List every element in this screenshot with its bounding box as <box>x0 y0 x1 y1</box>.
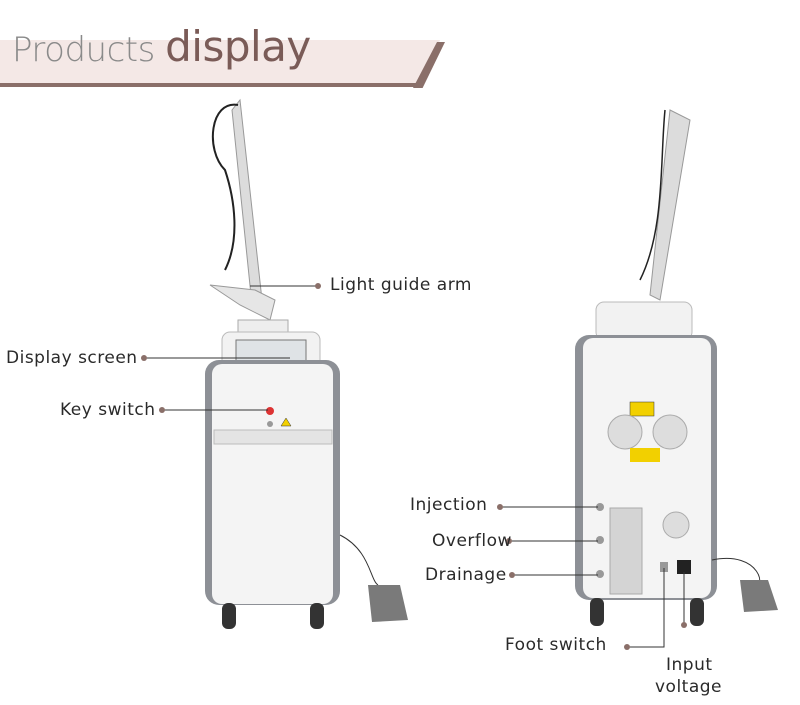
label-foot-switch: Foot switch <box>505 635 607 655</box>
callout-dot <box>506 538 512 544</box>
label-input-voltage-line1: Input <box>666 655 713 675</box>
label-display-screen: Display screen <box>6 348 138 368</box>
label-injection: Injection <box>410 495 488 515</box>
title-light: Products <box>12 30 155 70</box>
back-machine <box>575 109 778 626</box>
page-title: Products display <box>12 22 311 71</box>
label-input-voltage-line2: voltage <box>655 677 723 697</box>
label-overflow: Overflow <box>432 531 512 551</box>
callout-dot <box>159 407 165 413</box>
callout-dot <box>681 622 687 628</box>
callout-dot <box>624 644 630 650</box>
callout-dot <box>315 283 321 289</box>
banner-stripe <box>0 83 422 87</box>
title-bold: display <box>165 22 311 71</box>
label-light-guide-arm: Light guide arm <box>330 275 472 295</box>
callout-dot <box>497 504 503 510</box>
header-banner <box>0 40 445 88</box>
callout-lines <box>147 285 685 648</box>
label-drainage: Drainage <box>425 565 507 585</box>
label-key-switch: Key switch <box>60 400 156 420</box>
callout-dot <box>141 355 147 361</box>
callout-dot <box>509 572 515 578</box>
front-machine <box>205 98 408 629</box>
banner-band <box>0 40 440 84</box>
